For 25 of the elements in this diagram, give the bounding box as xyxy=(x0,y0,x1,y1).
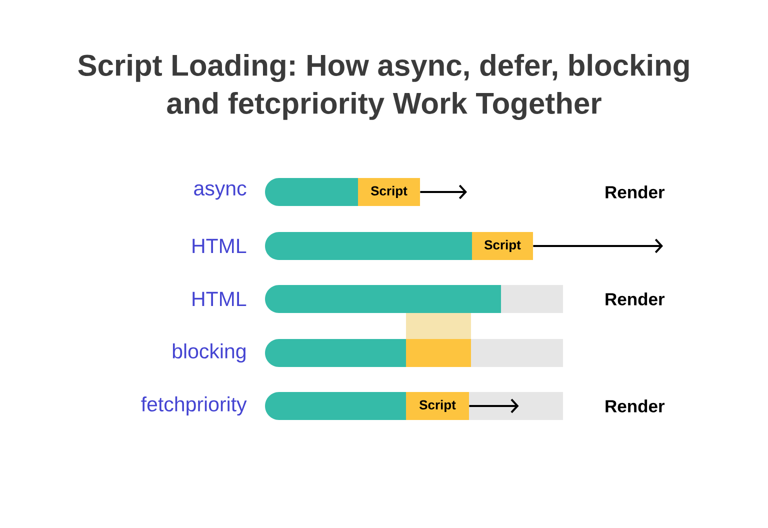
bar-segment xyxy=(469,392,563,420)
row-label: fetchpriority xyxy=(141,396,247,416)
bar-segment xyxy=(265,178,358,206)
bar-segment xyxy=(265,284,501,313)
bar-segment xyxy=(406,338,471,367)
arrow xyxy=(469,398,519,414)
row-label: blocking xyxy=(172,343,246,363)
bar-segment xyxy=(406,312,471,339)
bar-segment: Script xyxy=(472,232,533,260)
end-label: Render xyxy=(606,186,665,198)
end-label: Render xyxy=(606,400,665,412)
title: Script Loading: How async, defer, blocking and fetcpriority Work Together xyxy=(78,54,689,120)
bar-segment: Script xyxy=(406,392,469,420)
arrow xyxy=(533,238,663,254)
bar-segment: Script xyxy=(358,178,420,206)
arrow xyxy=(420,184,467,200)
bar-segment xyxy=(265,392,406,420)
bar-segment xyxy=(471,338,563,367)
bar-segment xyxy=(265,232,472,260)
end-label: Render xyxy=(606,292,665,306)
bar-segment xyxy=(501,284,563,313)
row-label: HTML xyxy=(192,292,246,306)
bar-segment xyxy=(265,338,406,367)
row-label: async xyxy=(194,184,246,200)
row-label: HTML xyxy=(192,238,246,254)
